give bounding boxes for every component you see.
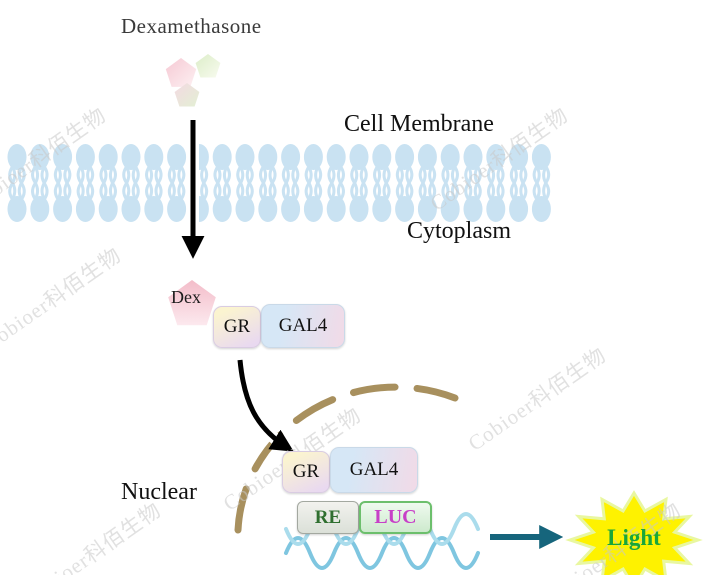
- translocation-arrow: [237, 359, 294, 452]
- gal4-box-nucleus: GAL4: [330, 447, 418, 493]
- gr-box-nucleus: GR: [282, 451, 330, 493]
- dexamethasone-molecules-icon: [165, 54, 221, 107]
- gal4-box-cytoplasm: GAL4: [261, 304, 345, 348]
- nuclear-envelope: [234, 383, 459, 534]
- cytoplasm-label: Cytoplasm: [407, 218, 512, 244]
- luc-box: LUC: [359, 501, 432, 534]
- re-box: RE: [297, 501, 359, 534]
- cell-membrane-label: Cell Membrane: [344, 111, 494, 137]
- starburst: [565, 490, 703, 575]
- dex-pentagon-icon: [168, 280, 216, 326]
- dex-label: Dex: [171, 287, 201, 307]
- nuclear-label: Nuclear: [121, 479, 197, 505]
- gr-box-cytoplasm: GR: [213, 306, 261, 348]
- light-label: Light: [607, 525, 661, 550]
- cell-membrane-bilayer: [6, 142, 553, 224]
- dexamethasone-label: Dexamethasone: [121, 14, 262, 38]
